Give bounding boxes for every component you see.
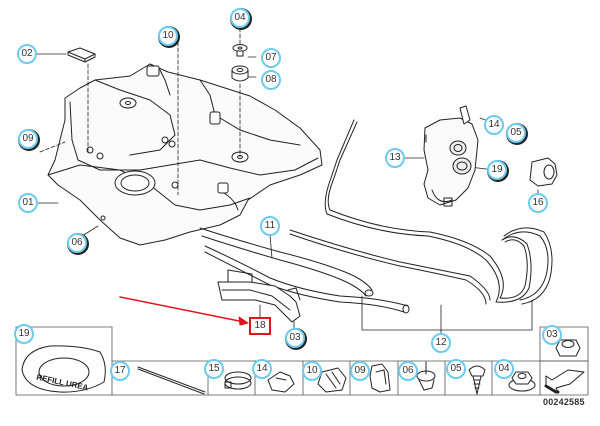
table-callout-17[interactable]: 17 [110,361,130,381]
pump-module [423,105,479,207]
flange-nut-04 [508,371,536,392]
hose-clamp-15 [224,371,252,390]
grommet-stack [231,44,249,82]
callout-18-highlighted[interactable]: 18 [249,317,271,335]
callout-04[interactable]: 04 [230,8,250,28]
table-callout-10[interactable]: 10 [302,361,322,381]
pad-02 [67,47,96,60]
stud-06 [416,361,436,391]
table-callout-06[interactable]: 06 [398,361,418,381]
callout-05[interactable]: 05 [506,123,526,143]
table-callout-14[interactable]: 14 [252,359,272,379]
bracket-18 [217,269,301,323]
table-callout-15[interactable]: 15 [204,359,224,379]
callout-07[interactable]: 07 [261,48,281,68]
table-callout-09[interactable]: 09 [350,361,370,381]
table-callout-05[interactable]: 05 [446,359,466,379]
callout-09[interactable]: 09 [18,129,38,149]
document-number: 00242585 [543,397,585,407]
callout-19[interactable]: 19 [487,160,507,180]
callout-06[interactable]: 06 [67,233,87,253]
callout-13[interactable]: 13 [385,148,405,168]
hose-11 [199,227,410,314]
hose-12 [289,119,553,305]
callout-01[interactable]: 01 [18,193,38,213]
table-callout-03[interactable]: 03 [542,325,562,345]
callout-03[interactable]: 03 [285,328,305,348]
callout-10[interactable]: 10 [158,26,178,46]
clip-nut-10 [317,367,347,393]
table-callout-19[interactable]: 19 [14,324,34,344]
callout-08[interactable]: 08 [261,70,281,90]
ring-19 [21,345,106,393]
holder-09 [369,363,391,393]
screw-05 [468,365,486,395]
direction-arrow-icon [544,369,585,394]
callout-11[interactable]: 11 [260,216,280,236]
connector-16 [529,157,558,187]
clip-14 [267,371,295,393]
cable-tie-17 [137,366,206,395]
callout-12[interactable]: 12 [431,333,451,353]
urea-tank [47,63,323,246]
callout-02[interactable]: 02 [17,44,37,64]
hex-nut-03 [555,339,581,357]
callout-14[interactable]: 14 [484,115,504,135]
table-callout-04[interactable]: 04 [494,359,514,379]
callout-16[interactable]: 16 [528,193,548,213]
